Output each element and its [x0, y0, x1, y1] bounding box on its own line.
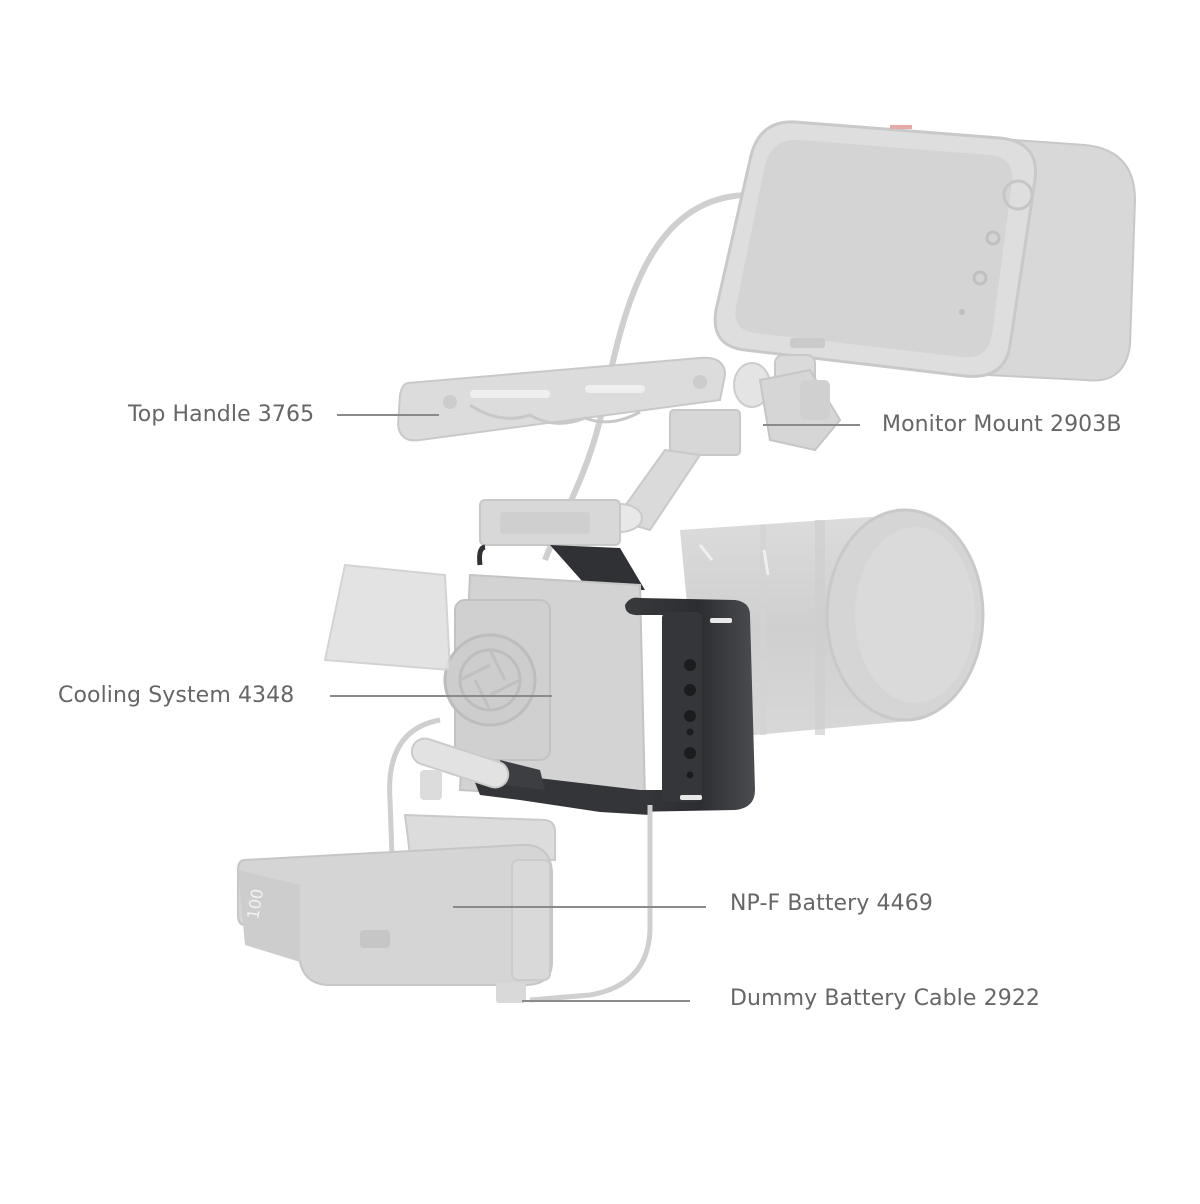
fan-icon [443, 633, 537, 727]
callout-dummy-battery-cable: Dummy Battery Cable 2922 [730, 986, 1041, 1011]
callout-monitor-mount: Monitor Mount 2903B [882, 412, 1122, 437]
callout-top-handle: Top Handle 3765 [128, 402, 315, 427]
rod-clamp [410, 737, 510, 800]
np-f-battery: 100 [237, 813, 556, 1003]
leader-line-cooling-system [330, 695, 552, 697]
monitor-accent-icon [890, 125, 912, 129]
leader-line-dummy-battery-cable [522, 1000, 690, 1002]
top-handle [396, 356, 741, 533]
top-plate-block [477, 499, 645, 590]
monitor [713, 120, 1137, 382]
dummy-battery-cable [529, 805, 653, 1003]
monitor-mount [733, 354, 842, 452]
leader-line-top-handle [337, 414, 439, 416]
camera-body [443, 573, 647, 802]
lens [680, 508, 985, 740]
callout-cooling-system: Cooling System 4348 [58, 683, 295, 708]
leader-line-np-f-battery [453, 906, 706, 908]
flip-screen [323, 563, 452, 672]
callout-np-f-battery: NP-F Battery 4469 [730, 891, 933, 916]
leader-line-monitor-mount [763, 424, 860, 426]
camera-cage [470, 597, 755, 815]
monitor-knob-icon [1002, 179, 1034, 211]
